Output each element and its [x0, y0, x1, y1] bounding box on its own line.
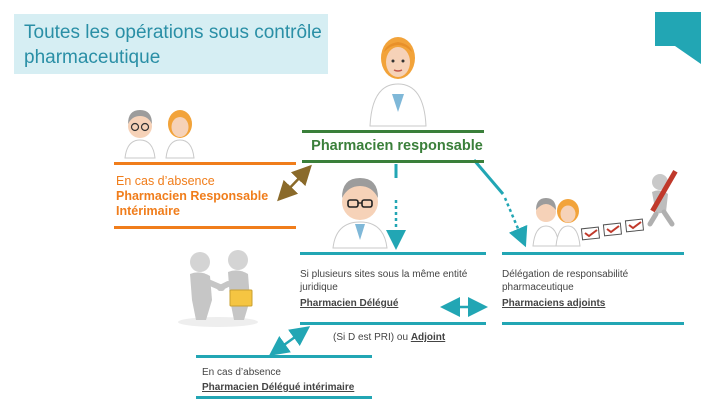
- adjoints-description: Délégation de responsabilité pharmaceuti…: [502, 269, 629, 293]
- responsable-bottom-bar: [302, 160, 484, 163]
- title-banner: [14, 14, 328, 74]
- responsable-top-bar: [302, 130, 484, 133]
- interim-bottom-bar: [196, 396, 372, 399]
- handshake-figures-icon: [178, 250, 258, 327]
- adjoints-block: Délégation de responsabilité pharmaceuti…: [502, 268, 682, 310]
- pharmaciens-adjoints-label: Pharmaciens adjoints: [502, 298, 606, 309]
- absence-line: En cas d’absence: [116, 174, 215, 188]
- female-pharmacist-icon: [555, 199, 581, 247]
- si-d-pri-prefix: (Si D est PRI) ou: [333, 332, 409, 343]
- corner-ribbon-icon: [655, 12, 701, 64]
- interim-role-line-2: Intérimaire: [116, 204, 180, 218]
- male-pharmacist-icon: [332, 178, 388, 249]
- adjoint-link: Adjoint: [410, 332, 446, 343]
- absence-bottom-bar: [114, 226, 296, 229]
- male-pharmacist-icon: [532, 198, 560, 247]
- absence-top-bar: [114, 162, 296, 165]
- pharmacien-responsable-label: Pharmacien responsable: [311, 138, 483, 154]
- pharmacien-delegue-label: Pharmacien Délégué: [300, 298, 399, 309]
- delegue-interimaire-label: Pharmacien Délégué intérimaire: [202, 382, 355, 393]
- delegue-bottom-bar: [300, 322, 486, 325]
- si-d-pri-note: (Si D est PRI) ou Adjoint: [333, 332, 445, 343]
- adjoints-bottom-bar: [502, 322, 684, 325]
- delegue-description: Si plusieurs sites sous la même entité j…: [300, 269, 468, 293]
- female-pharmacist-icon: [165, 110, 195, 159]
- adjoints-top-bar: [502, 252, 684, 255]
- page-title: Toutes les opérations sous contrôle phar…: [24, 22, 322, 68]
- absence-delegue-line: En cas d’absence: [202, 367, 281, 378]
- absence-delegue-block: En cas d’absence Pharmacien Délégué inté…: [202, 366, 377, 394]
- female-pharmacist-icon: [369, 37, 427, 127]
- interim-role-line: Pharmacien Responsable: [116, 189, 269, 203]
- absence-responsable-block: En cas d’absence Pharmacien Responsable …: [116, 174, 301, 219]
- interim-top-bar: [196, 355, 372, 358]
- checklist-figure-icon: [580, 169, 678, 241]
- male-pharmacist-icon: [124, 110, 156, 159]
- delegue-block: Si plusieurs sites sous la même entité j…: [300, 268, 485, 310]
- delegue-top-bar: [300, 252, 486, 255]
